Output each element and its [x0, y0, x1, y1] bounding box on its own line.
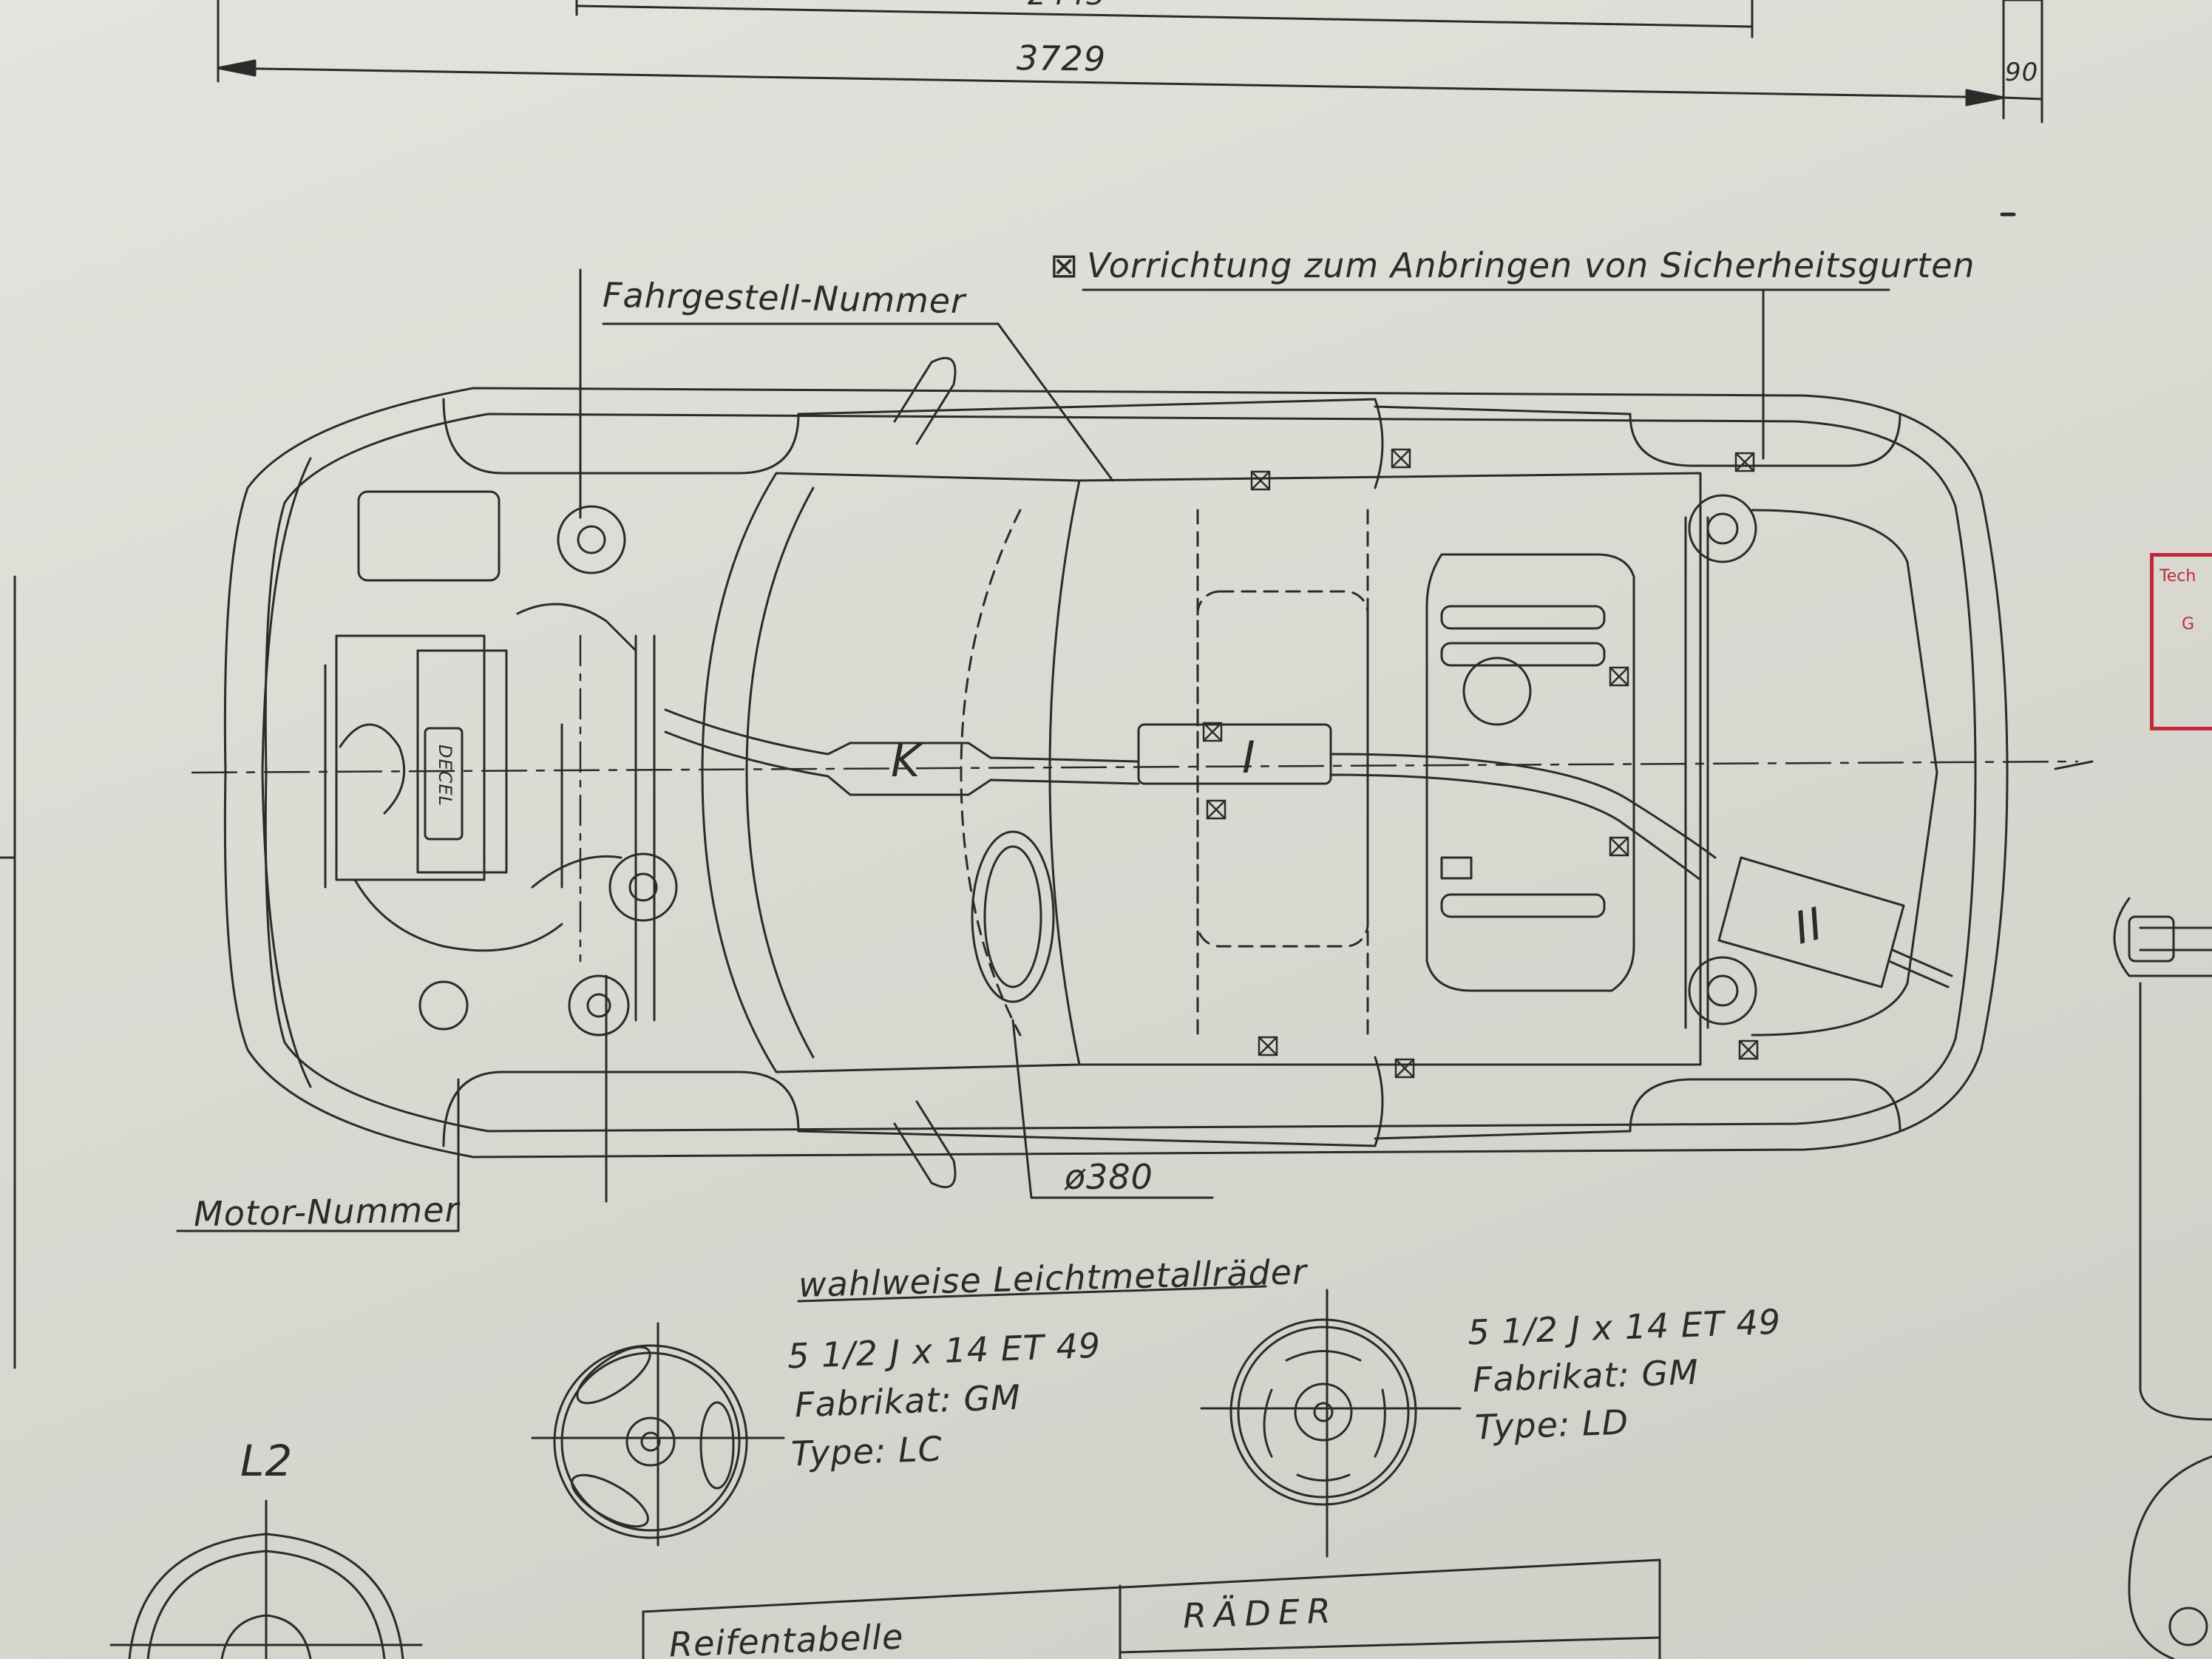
stamp-line-2: G: [2182, 615, 2195, 634]
engine-badge-text: DECEL: [434, 744, 455, 807]
tire-table-border: [642, 1558, 1661, 1659]
chassis-number-label: Fahrgestell-Nummer: [602, 274, 966, 322]
right-edge-parts: [0, 575, 2212, 1659]
wheel-lc-type: Type: LC: [790, 1428, 943, 1474]
seatbelt-symbol: ⊠: [1050, 245, 1079, 285]
rear-offset-dimension: 90: [2005, 58, 2039, 87]
tire-table-header: Reifentabelle: [668, 1616, 905, 1659]
engine-number-label: Motor-Nummer: [193, 1189, 460, 1235]
wheel-ld-type: Type: LD: [1474, 1402, 1629, 1448]
top-partial-dimension: 2443: [1028, 0, 1106, 12]
wheel-ld-make: Fabrikat: GM: [1472, 1351, 1700, 1400]
exhaust-system: [664, 708, 1953, 988]
stamp-line-1: Tech: [2160, 567, 2196, 586]
wheel-lc-make: Fabrikat: GM: [794, 1377, 1022, 1425]
wheels-table-header: RÄDER: [1182, 1590, 1339, 1636]
approval-stamp: Tech G: [2150, 553, 2212, 730]
floor-panels: [701, 472, 1938, 1073]
spare-wheel: [971, 830, 1055, 1003]
catalytic-converter-label: K: [891, 736, 921, 787]
car-body-outline: [223, 356, 2009, 1189]
wheel-lc-drawing: [531, 1322, 785, 1547]
dimension-lines: [217, 0, 2043, 217]
steering-wheel-label: L2: [240, 1436, 294, 1486]
engine-bay: [335, 490, 678, 1037]
wheel-ld-drawing: [1200, 1289, 1462, 1558]
seatbelt-anchor-icons: [1202, 448, 1759, 1079]
centerline: [191, 760, 2079, 774]
front-muffler-label: I: [1242, 732, 1256, 784]
spare-wheel-diameter-label: ø380: [1065, 1157, 1153, 1197]
overall-length-dimension: 3729: [1016, 38, 1107, 79]
steering-wheel-drawing: [109, 1499, 423, 1659]
seatbelt-anchor-label: Vorrichtung zum Anbringen von Sicherheit…: [1087, 245, 1975, 285]
